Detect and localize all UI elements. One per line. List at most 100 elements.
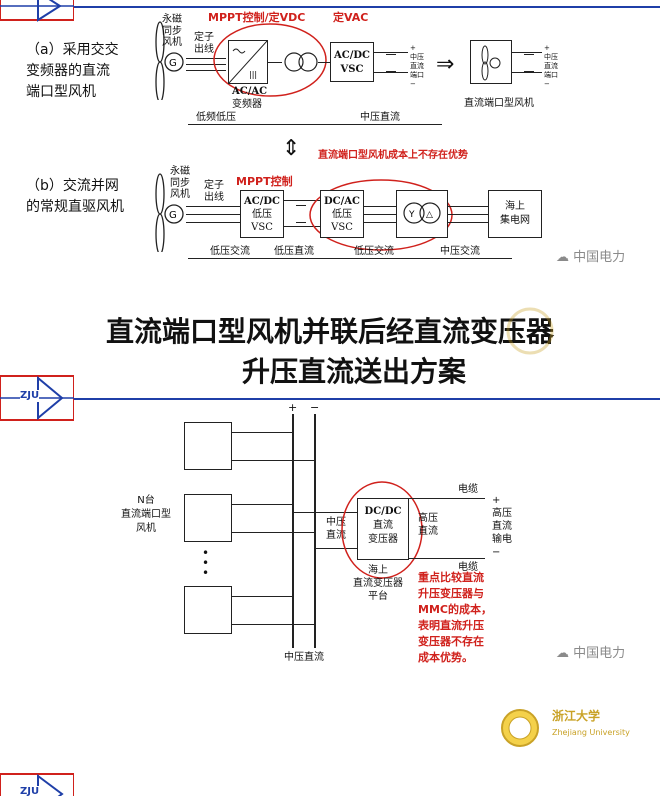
capacitor-icon xyxy=(524,54,534,72)
zju-logo: ZJU xyxy=(0,772,75,796)
wire xyxy=(448,214,488,215)
segment-lf-lv: 低频低压 xyxy=(196,112,236,123)
dc-line xyxy=(374,52,408,53)
mvdc-port-label-b: +中压直流端口− xyxy=(544,44,558,88)
wind-turbine-icon: G xyxy=(155,173,184,252)
slide-title-line1: 直流端口型风机并联后经直流变压器 xyxy=(106,315,555,348)
dimension-line xyxy=(188,124,442,125)
svg-text:Y: Y xyxy=(408,210,415,220)
hvdc-out-label: +高压直流输电− xyxy=(492,495,512,558)
transformer-box: Y△ xyxy=(396,190,448,238)
wire xyxy=(448,206,488,207)
cable-label-top: 电缆 xyxy=(458,484,478,495)
wire xyxy=(318,62,330,63)
connection xyxy=(232,532,314,533)
wire xyxy=(186,70,226,71)
wire xyxy=(364,206,396,207)
wire xyxy=(186,214,240,215)
connection xyxy=(232,460,314,461)
svg-text:△: △ xyxy=(426,210,433,220)
wechat-icon: ☁ xyxy=(556,646,569,661)
svg-text:|||: ||| xyxy=(249,70,257,79)
dimension-line xyxy=(188,258,512,259)
university-seal-icon xyxy=(506,307,554,355)
bus-minus-label: − xyxy=(310,401,320,414)
slide-title-line2: 升压直流送出方案 xyxy=(242,355,467,388)
dc-turbine-box-1 xyxy=(184,422,232,470)
connection xyxy=(232,504,292,505)
fixed-vac-label: 定VAC xyxy=(333,11,369,24)
dc-turbine-caption: 直流端口型风机 xyxy=(464,98,534,109)
link xyxy=(293,512,357,513)
dc-turbine-box-n xyxy=(184,586,232,634)
slide-1: （a）采用交交变频器的直流端口型风机 G 永磁同步风机 定子出线 MPPT控制/… xyxy=(0,0,660,298)
stator-label-b: 定子出线 xyxy=(204,180,224,203)
wire xyxy=(448,222,488,223)
highlight-ellipse xyxy=(213,23,327,97)
pmsg-label-a: 永磁同步风机 xyxy=(162,14,182,48)
zju-logo: ZJU xyxy=(0,374,75,422)
mvdc-left-label: 中压直流 xyxy=(326,517,346,541)
dc-line xyxy=(512,52,542,53)
connection xyxy=(232,432,292,433)
dc-line xyxy=(284,226,320,227)
mppt-label: MPPT控制 xyxy=(236,175,293,188)
slide1-top-rule xyxy=(74,6,660,8)
pmsg-label-b: 永磁同步风机 xyxy=(170,166,190,200)
ellipsis-dots: ••• xyxy=(202,546,210,580)
svg-text:G: G xyxy=(169,58,177,69)
wire xyxy=(186,58,226,59)
mvdc-bus-label: 中压直流 xyxy=(284,652,324,663)
wind-turbine-icon: G xyxy=(155,21,184,100)
bus-plus-label: + xyxy=(288,401,298,414)
offshore-grid-box: 海上集电网 xyxy=(488,190,542,238)
platform-label: 海上直流变压器平台 xyxy=(353,565,403,602)
highlight-ellipse xyxy=(341,481,423,579)
acac-label: AC/AC xyxy=(232,86,268,97)
wire xyxy=(186,64,226,65)
cable-positive xyxy=(409,498,485,499)
positive-bus xyxy=(292,414,294,648)
capacitor-icon xyxy=(386,54,396,72)
equivalent-arrow: ⇒ xyxy=(436,52,455,77)
slide-2: 直流端口型风机并联后经直流变压器 升压直流送出方案 ZJU ••• N台直流端口… xyxy=(0,298,660,768)
svg-text:G: G xyxy=(169,210,177,221)
wire xyxy=(186,206,240,207)
segment-lvac: 低压交流 xyxy=(210,246,250,257)
hvdc-right-label: 高压直流 xyxy=(418,513,438,537)
n-turbines-label: N台直流端口型风机 xyxy=(121,495,171,534)
transformer-icon: Y△ xyxy=(403,202,441,224)
link xyxy=(315,548,357,549)
segment-mvdc: 中压直流 xyxy=(360,112,400,123)
zju-logo-fragment xyxy=(0,0,75,22)
connection xyxy=(232,596,292,597)
label-a: （a）采用交交变频器的直流端口型风机 xyxy=(26,42,119,100)
wire xyxy=(364,222,396,223)
segment-mvac: 中压交流 xyxy=(440,246,480,257)
watermark: ☁ 中国电力 xyxy=(556,250,626,265)
wire xyxy=(268,62,282,63)
watermark: ☁ 中国电力 xyxy=(556,646,626,661)
segment-lvac2: 低压交流 xyxy=(354,246,394,257)
acac-sub-label: 变频器 xyxy=(232,99,262,110)
dc-line xyxy=(512,72,542,73)
dc-turbine-box xyxy=(470,40,512,84)
acac-converter-box: ||| xyxy=(228,40,268,84)
cable-label-bottom: 电缆 xyxy=(458,562,478,573)
zju-logo-icon xyxy=(0,0,75,22)
dc-line xyxy=(374,72,408,73)
university-name-en: Zhejiang University xyxy=(552,728,630,737)
mvdc-port-label-a: +中压直流端口− xyxy=(410,44,424,88)
wire xyxy=(186,222,240,223)
capacitor-icon xyxy=(296,205,306,223)
stator-label-a: 定子出线 xyxy=(194,32,214,55)
negative-bus xyxy=(314,414,316,648)
segment-lvdc: 低压直流 xyxy=(274,246,314,257)
slide2-top-rule xyxy=(74,398,660,400)
mppt-vdc-label: MPPT控制/定VDC xyxy=(208,11,306,24)
